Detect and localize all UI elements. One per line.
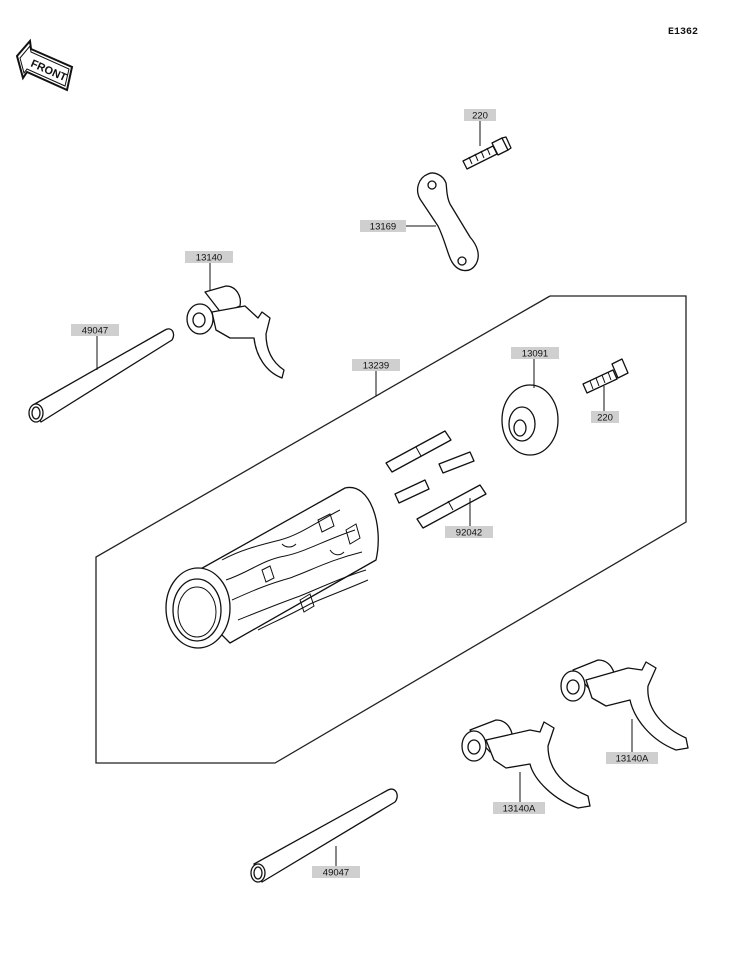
- label-bolt-top: 220: [464, 109, 496, 122]
- label-drum-cover: 13091: [511, 347, 559, 360]
- front-arrow-icon: FRONT: [15, 38, 74, 92]
- diagram-ref-code: E1362: [668, 27, 698, 38]
- fork-upper-part: [186, 285, 285, 379]
- bolt-top-part: [462, 136, 512, 170]
- svg-text:49047: 49047: [323, 868, 349, 879]
- svg-text:92042: 92042: [456, 528, 482, 539]
- bolt-right-part: [582, 358, 629, 394]
- label-fork-lower: 13140A: [493, 802, 545, 815]
- label-shaft-lower: 49047: [312, 866, 360, 879]
- plate-part: [417, 172, 479, 272]
- svg-text:220: 220: [472, 111, 488, 122]
- svg-text:49047: 49047: [82, 326, 108, 337]
- shift-drum-part: [165, 486, 379, 649]
- drum-assembly-frame: [95, 295, 687, 764]
- svg-text:13169: 13169: [370, 222, 396, 233]
- svg-text:13091: 13091: [522, 349, 548, 360]
- label-pins: 92042: [445, 526, 493, 539]
- label-bolt-right: 220: [591, 411, 619, 424]
- svg-text:13140A: 13140A: [616, 754, 649, 765]
- fork-right-part: [560, 659, 689, 751]
- svg-text:220: 220: [597, 413, 613, 424]
- label-shaft-upper: 49047: [71, 324, 119, 337]
- drum-cover-part: [501, 384, 559, 456]
- fork-lower-part: [461, 719, 591, 809]
- label-fork-right: 13140A: [606, 752, 658, 765]
- svg-text:13140: 13140: [196, 253, 222, 264]
- shaft-upper-part: [28, 328, 175, 423]
- label-plate: 13169: [360, 220, 406, 233]
- label-fork-upper: 13140: [185, 251, 233, 264]
- shaft-lower-part: [250, 788, 398, 883]
- svg-text:13140A: 13140A: [503, 804, 536, 815]
- svg-text:13239: 13239: [363, 361, 389, 372]
- label-drum-assy: 13239: [352, 359, 400, 372]
- pins-part: [385, 430, 487, 529]
